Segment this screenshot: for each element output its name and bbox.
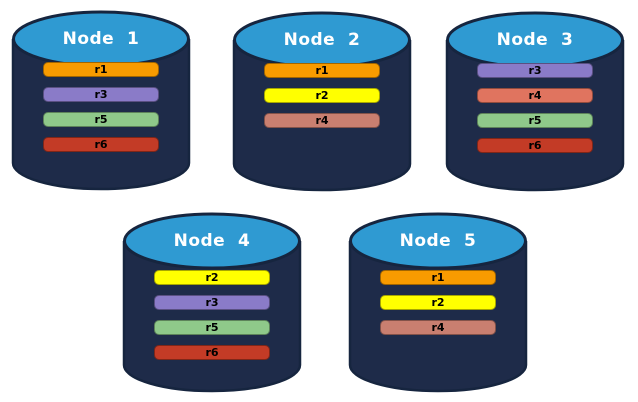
replica-list: r2 r3 r5 r6 <box>154 270 270 370</box>
replica-label: r1 <box>315 64 329 77</box>
node-4: Node 4 r2 r3 r5 r6 <box>121 209 303 397</box>
node-title: Node 5 <box>399 231 477 251</box>
replica-label: r1 <box>431 271 445 284</box>
replica-label: r2 <box>431 296 445 309</box>
replica-bar: r4 <box>380 320 496 335</box>
replica-bar: r3 <box>43 87 159 102</box>
replica-bar: r6 <box>154 345 270 360</box>
replica-bar: r3 <box>477 63 593 78</box>
replica-label: r1 <box>94 63 108 76</box>
replica-bar: r1 <box>380 270 496 285</box>
node-title: Node 2 <box>283 30 361 50</box>
replica-label: r6 <box>94 138 108 151</box>
replica-bar: r2 <box>380 295 496 310</box>
node-3: Node 3 r3 r4 r5 r6 <box>444 8 626 196</box>
replica-label: r4 <box>431 321 445 334</box>
replica-label: r5 <box>94 113 108 126</box>
replica-label: r3 <box>94 88 108 101</box>
cylinder-outline <box>348 241 528 393</box>
replica-label: r2 <box>205 271 219 284</box>
replica-bar: r2 <box>154 270 270 285</box>
node-title: Node 1 <box>62 29 140 49</box>
replica-bar: r4 <box>477 88 593 103</box>
replica-label: r6 <box>528 139 542 152</box>
replica-list: r3 r4 r5 r6 <box>477 63 593 163</box>
replica-label: r4 <box>528 89 542 102</box>
replica-list: r1 r3 r5 r6 <box>43 62 159 162</box>
replica-bar: r5 <box>43 112 159 127</box>
replica-list: r1 r2 r4 <box>264 63 380 138</box>
replica-label: r5 <box>528 114 542 127</box>
replica-list: r1 r2 r4 <box>380 270 496 345</box>
cylinder-outline <box>122 241 302 393</box>
cylinder-outline <box>232 40 412 192</box>
replica-bar: r2 <box>264 88 380 103</box>
node-2: Node 2 r1 r2 r4 <box>231 8 413 196</box>
cylinder-top <box>349 212 527 270</box>
node-5: Node 5 r1 r2 r4 <box>347 209 529 397</box>
replica-label: r3 <box>528 64 542 77</box>
cylinder-outline <box>445 40 625 192</box>
replica-bar: r6 <box>477 138 593 153</box>
replica-bar: r6 <box>43 137 159 152</box>
replica-label: r5 <box>205 321 219 334</box>
cylinder-top <box>123 212 301 270</box>
node-title: Node 3 <box>496 30 574 50</box>
replica-label: r3 <box>205 296 219 309</box>
replica-bar: r5 <box>154 320 270 335</box>
replica-label: r4 <box>315 114 329 127</box>
replica-bar: r3 <box>154 295 270 310</box>
node-1: Node 1 r1 r3 r5 r6 <box>10 7 192 195</box>
replica-label: r2 <box>315 89 329 102</box>
node-title: Node 4 <box>173 231 251 251</box>
replica-bar: r5 <box>477 113 593 128</box>
replica-label: r6 <box>205 346 219 359</box>
cylinder-outline <box>11 39 191 191</box>
replica-bar: r1 <box>264 63 380 78</box>
replica-bar: r1 <box>43 62 159 77</box>
replica-bar: r4 <box>264 113 380 128</box>
